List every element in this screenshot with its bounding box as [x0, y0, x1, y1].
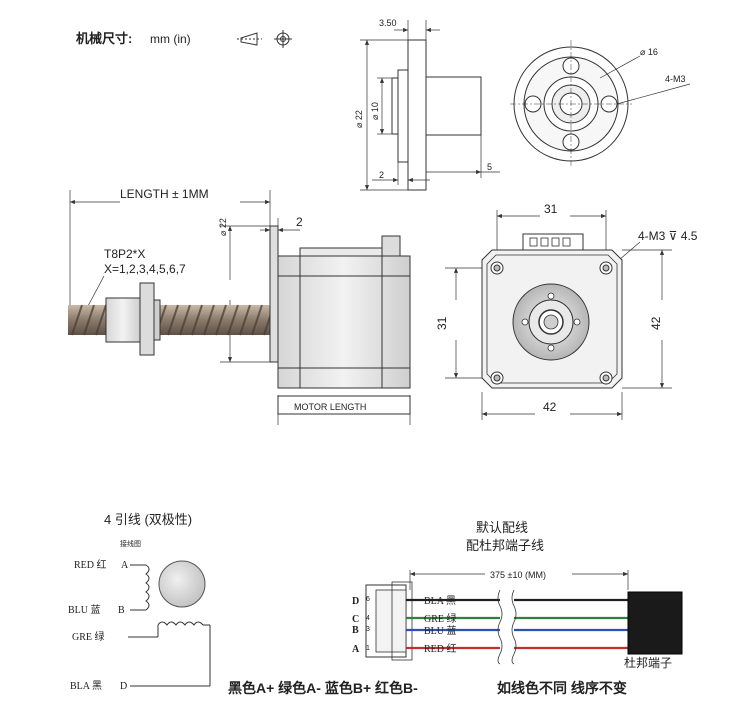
- dupont-terminal: [627, 591, 683, 655]
- motor-length-label: LENGTH ± 1MM: [120, 187, 209, 201]
- motor-boss-dim: ⌀ 22: [218, 218, 228, 236]
- connector-title-2: 配杜邦端子线: [466, 538, 544, 553]
- nut-flange: [139, 282, 155, 356]
- motor-front-dim-left: 31: [435, 316, 449, 330]
- flange-side-view: [360, 20, 500, 191]
- motor-length-dim: MOTOR LENGTH: [294, 402, 366, 412]
- motor-front-dim-right: 42: [649, 316, 663, 330]
- wire-label-blu: BLU 蓝: [424, 625, 457, 637]
- coil-b-icon: [157, 621, 204, 626]
- connector-title-1: 默认配线: [476, 520, 528, 535]
- flange-dim-bottom-right: 5: [487, 162, 492, 172]
- motor-front-view: 31 31 42 42 4-M3 ⊽ 4.5: [435, 202, 698, 420]
- pin-d-letter: D: [352, 596, 359, 607]
- terminal-label: 杜邦端子: [624, 655, 672, 670]
- pin-a-letter: A: [352, 644, 360, 655]
- motor-front-dim-bottom: 42: [543, 400, 557, 414]
- pin-c-letter: C: [352, 614, 359, 625]
- wiring-schematic: 4 引线 (双极性) 接线图 RED 红 A BLU 蓝 B GRE 绿 BLA…: [68, 512, 211, 692]
- screw-thread: [71, 304, 275, 336]
- flange-front-dim-dia: ⌀ 16: [640, 47, 658, 57]
- header-units: mm (in): [150, 32, 191, 46]
- wiring-title: 4 引线 (双极性): [104, 512, 192, 527]
- screw-nut: [105, 297, 141, 343]
- pin-b-letter: B: [352, 625, 359, 636]
- phase-map: 黑色A+ 绿色A- 蓝色B+ 红色B-: [228, 680, 418, 696]
- screw-spec-line1: T8P2*X: [104, 247, 145, 261]
- flange-dim-inner: ⌀ 10: [370, 102, 380, 120]
- wire-label-red: RED 红: [424, 642, 457, 655]
- wiring-subtitle: 接线图: [120, 539, 141, 548]
- projection-symbol-icon: [237, 30, 292, 48]
- flange-dim-bottom-left: 2: [379, 170, 384, 180]
- flange-front-dim-holes: 4-M3: [665, 74, 686, 84]
- wire-label-gre: GRE 绿: [424, 612, 457, 625]
- wiring-note: 如线色不同 线序不变: [497, 680, 627, 696]
- flange-dim-outer: ⌀ 22: [354, 110, 364, 128]
- wire-label-bla: BLA 黑: [424, 595, 456, 607]
- flange-dim-top: 3.50: [379, 18, 397, 28]
- flange-front-view: [510, 40, 691, 168]
- motor-side-view: LENGTH ± 1MM ⌀ 22 2 T8P2*X X=1,2,3,4,5,6…: [68, 187, 411, 425]
- cable-length: 375 ±10 (MM): [490, 570, 546, 580]
- motor-front-dim-top: 31: [544, 202, 558, 216]
- lead-terminal-d: D: [120, 681, 127, 692]
- lead-terminal-b: B: [118, 605, 125, 616]
- connector-housing: [381, 235, 401, 257]
- pin-c-number: 4: [366, 615, 370, 622]
- mounting-holes: [490, 261, 613, 385]
- motor-front-hole-spec: 4-M3 ⊽ 4.5: [638, 229, 698, 243]
- header-title: 机械尺寸:: [76, 31, 132, 46]
- lead-terminal-a: A: [121, 560, 129, 571]
- connector-diagram: 默认配线 配杜邦端子线 375 ±10 (MM) D 6 C 4 B 3 A 1: [352, 520, 683, 670]
- cable-break-icon: [497, 589, 517, 665]
- lead-label-blu: BLU 蓝: [68, 604, 101, 616]
- pin-d-number: 6: [366, 596, 370, 603]
- motor-step-dim: 2: [296, 215, 303, 229]
- coil-a-icon: [145, 564, 150, 611]
- lead-label-gre: GRE 绿: [72, 630, 105, 643]
- lead-label-red: RED 红: [74, 558, 107, 571]
- header: 机械尺寸: mm (in): [76, 30, 292, 48]
- pin-a-number: 1: [366, 645, 370, 652]
- pin-b-number: 3: [366, 626, 370, 633]
- screw-spec-line2: X=1,2,3,4,5,6,7: [104, 262, 186, 276]
- lead-label-bla: BLA 黑: [70, 680, 102, 692]
- rotor-icon: [158, 560, 206, 608]
